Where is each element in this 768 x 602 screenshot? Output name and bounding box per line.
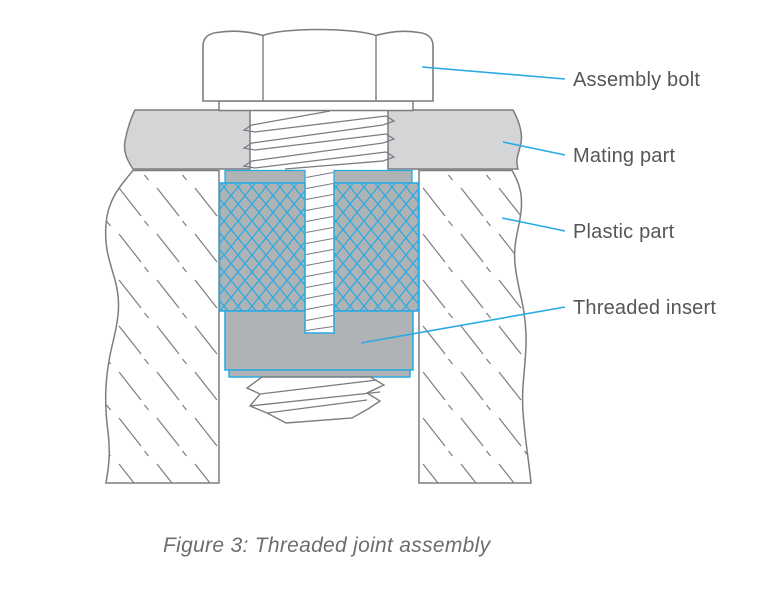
plastic-right-hatch [419,170,531,483]
bolt-tip-thread-lines [249,379,381,414]
leader-assembly-bolt [421,66,566,80]
leader-lines [360,66,566,344]
plastic-left-hatch [105,170,219,483]
mating-left-block [123,109,251,170]
leader-mating-part [502,141,566,156]
internal-thread-lines [305,171,334,332]
bolt-washer [218,100,414,112]
assembly-bolt-drawing [202,28,434,112]
callout-label-assembly-bolt: Assembly bolt [573,69,701,91]
insert-body-left-hatch [218,182,306,312]
figure-caption: Figure 3: Threaded joint assembly [163,534,491,557]
mating-part-drawing [123,109,523,170]
leader-plastic-part [501,217,566,232]
bolt-thread-zigzag [242,110,396,170]
insert-bottom-lip [228,369,411,378]
leader-threaded-insert [360,306,566,344]
insert-body-right-hatch [333,182,420,312]
callout-label-threaded-insert: Threaded insert [573,297,717,319]
plastic-part-drawing [104,169,532,484]
insert-flange-left [224,169,306,184]
callout-label-plastic-part: Plastic part [573,221,675,243]
insert-solid-block [224,310,414,371]
insert-flange-right [333,169,413,184]
mating-right-block [387,109,523,170]
bolt-head-facet-lines [262,35,377,101]
threaded-insert-drawing [218,169,420,378]
bolt-tip-drawing [245,376,386,424]
bolt-head [202,28,434,102]
callout-label-mating-part: Mating part [573,145,676,167]
